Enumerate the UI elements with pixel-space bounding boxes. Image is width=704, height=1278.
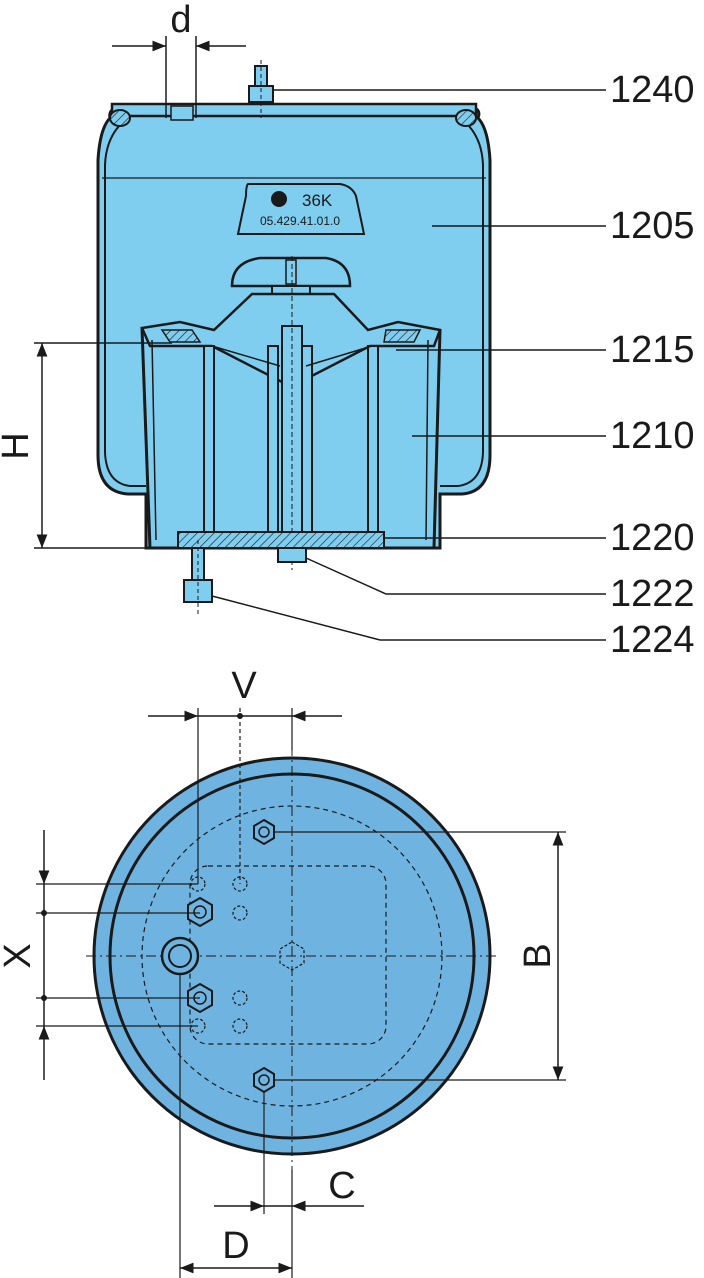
hex-nut-top xyxy=(253,818,275,846)
bottom-nut xyxy=(277,547,307,563)
dimension-d-bottom-label: D xyxy=(222,1225,249,1267)
top-bead-right xyxy=(455,109,477,127)
dimension-b-label: B xyxy=(517,943,559,968)
bottom-view: V X B C xyxy=(0,665,566,1278)
dimension-v: V xyxy=(148,665,342,884)
top-stud-hole xyxy=(170,105,194,121)
product-badge: 36K 05.429.41.01.0 xyxy=(236,183,366,235)
bellows-inner-wall xyxy=(104,124,484,487)
dimension-d-bottom: D xyxy=(179,974,292,1278)
dimension-c: C xyxy=(214,1092,364,1278)
top-plate xyxy=(110,102,478,118)
callout-1224: 1224 xyxy=(610,619,695,661)
callout-1220: 1220 xyxy=(610,517,695,559)
dimension-c-label: C xyxy=(328,1165,355,1207)
base-plate xyxy=(177,531,385,549)
piston-cone-hatch xyxy=(160,329,422,343)
badge-part-number: 05.429.41.01.0 xyxy=(260,214,340,228)
hex-stud-upper xyxy=(187,896,213,928)
callout-1240: 1240 xyxy=(610,69,695,111)
air-connection-stud xyxy=(248,60,274,118)
callout-1210: 1210 xyxy=(610,415,695,457)
callout-1222: 1222 xyxy=(610,573,695,615)
bpw-logo-icon xyxy=(271,191,287,207)
top-bead-left xyxy=(109,109,131,127)
callout-leaders xyxy=(211,89,606,641)
badge-size-code: 36K xyxy=(302,191,333,210)
dimension-x: X xyxy=(0,830,200,1080)
dimension-h: H xyxy=(0,342,172,549)
dimension-x-label: X xyxy=(0,943,39,968)
dimension-h-label: H xyxy=(0,432,37,459)
piston xyxy=(140,327,442,549)
dimension-b: B xyxy=(274,831,566,1081)
callout-1215: 1215 xyxy=(610,329,695,371)
center-bolt xyxy=(281,256,303,570)
hex-nut-bottom xyxy=(253,1066,275,1094)
dimension-d: d xyxy=(112,0,246,118)
bottom-stud xyxy=(183,540,213,615)
hex-nut-center xyxy=(279,941,305,971)
dimension-v-label: V xyxy=(231,665,257,707)
air-connection-ring xyxy=(160,936,200,976)
dimension-d-label: d xyxy=(170,0,191,41)
side-view: 36K 05.429.41.01.0 xyxy=(0,0,695,661)
callout-1205: 1205 xyxy=(610,205,695,247)
